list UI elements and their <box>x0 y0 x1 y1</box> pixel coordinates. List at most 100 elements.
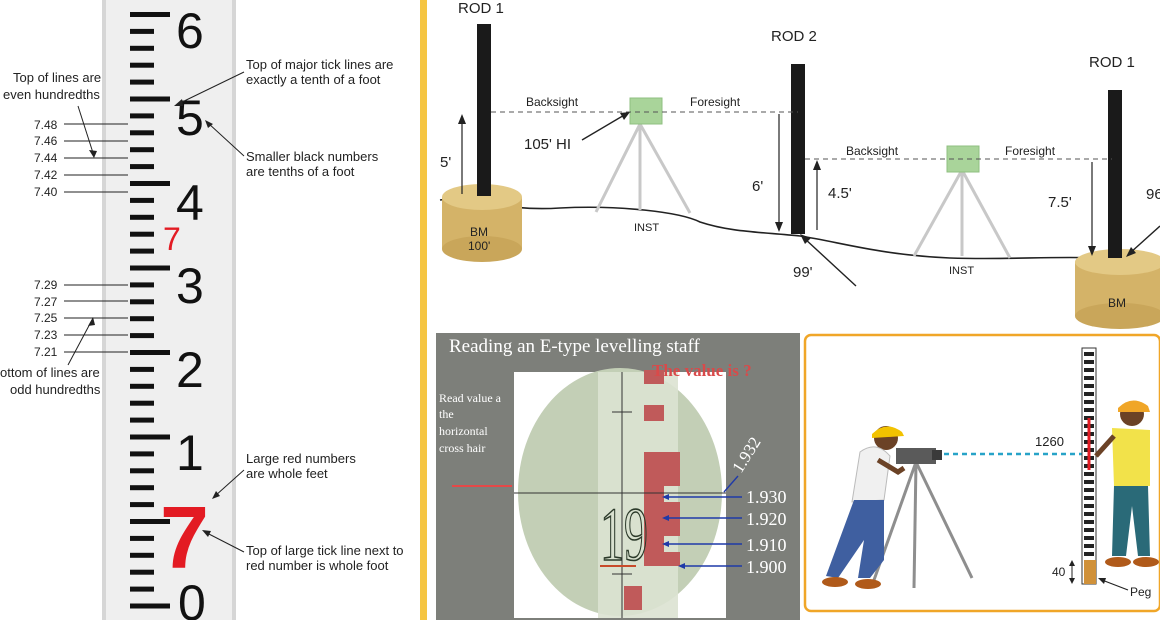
rod-tick <box>130 468 154 474</box>
left-scale-upper: 7.48 7.46 7.44 7.42 7.40 <box>34 118 58 199</box>
surveyor-panel: 1260 40 Peg <box>803 333 1160 613</box>
staff-marks <box>1084 352 1094 556</box>
rod-red-number-small: 7 <box>163 221 181 257</box>
foresight-2-label: Foresight <box>1005 144 1056 158</box>
rod-tick <box>130 45 154 51</box>
seven-five-ft-label: 7.5' <box>1048 194 1072 211</box>
rod-tick <box>130 62 154 68</box>
staff-red-blocks <box>624 370 680 610</box>
staff-mark <box>1084 520 1094 524</box>
four-five-ft-label: 4.5' <box>828 185 852 202</box>
rod-tick <box>130 181 170 186</box>
rod-number-1: 1 <box>176 425 204 481</box>
staff-mark <box>1084 536 1094 540</box>
staff-mark <box>1084 488 1094 492</box>
staff-mark <box>1084 552 1094 556</box>
scale-7-44: 7.44 <box>34 151 58 165</box>
backsight-2-label: Backsight <box>846 144 899 158</box>
bm-right: BM <box>1075 249 1160 329</box>
scale-7-42: 7.42 <box>34 168 58 182</box>
staff-mark <box>1084 368 1094 372</box>
read-note-3: horizontal <box>439 424 488 438</box>
rod-tick <box>130 333 154 339</box>
bm-left-label: BM <box>470 225 488 239</box>
rod-tick <box>130 451 154 457</box>
scale-7-23: 7.23 <box>34 328 58 342</box>
rod-2 <box>791 64 805 234</box>
staff-mark <box>1084 504 1094 508</box>
instrument-2 <box>912 145 1012 259</box>
note-large-red-1: Large red numbers <box>246 451 356 466</box>
rod-red-number-large: 7 <box>160 488 209 587</box>
note-smaller-black-1: Smaller black numbers <box>246 149 379 164</box>
note-bottom-odd-2: odd hundredths <box>10 382 101 397</box>
rod1-left-label: ROD 1 <box>458 0 504 17</box>
surveyor-staffman <box>1094 400 1159 567</box>
rod-tick <box>130 400 154 406</box>
rod-face <box>102 0 236 620</box>
value-1920: 1.920 <box>746 509 787 529</box>
rod-tick <box>130 535 154 541</box>
inst-2-label: INST <box>949 265 974 277</box>
read-note-2: the <box>439 407 454 421</box>
rod-number-2: 2 <box>176 342 204 398</box>
peg-label: Peg <box>1130 585 1151 599</box>
hi-label: 105' HI <box>524 136 571 153</box>
note-top-even-1: Top of lines are <box>13 70 101 85</box>
backsight-1-label: Backsight <box>526 95 579 109</box>
rod-tick <box>130 248 154 254</box>
staff-mark <box>1084 400 1094 404</box>
rod-tick <box>130 417 154 423</box>
bm-right-label: BM <box>1108 296 1126 310</box>
rod-tick <box>130 79 154 85</box>
read-note-4: cross hair <box>439 441 485 455</box>
rod-tick <box>130 28 154 34</box>
scale-7-27: 7.27 <box>34 295 58 309</box>
note-bottom-odd-1: ottom of lines are <box>0 365 100 380</box>
staff-reading: 1260 <box>1035 434 1064 449</box>
scale-7-25: 7.25 <box>34 311 58 325</box>
etype-title: Reading an E-type levelling staff <box>449 336 700 357</box>
staff-mark <box>1084 392 1094 396</box>
rod-ticks <box>130 12 170 609</box>
rod-number-4: 4 <box>176 175 204 231</box>
staff-mark <box>1084 496 1094 500</box>
rod-number-0: 0 <box>178 575 206 620</box>
rod-tick <box>130 366 154 372</box>
value-leaders <box>664 496 742 567</box>
note-major-tick-1: Top of major tick lines are <box>246 57 393 72</box>
level-instrument <box>896 448 936 464</box>
rod-number-6: 6 <box>176 3 204 59</box>
ninety-nine-label: 99' <box>793 264 813 281</box>
foresight-1-label: Foresight <box>690 95 741 109</box>
rod-tick <box>130 552 154 558</box>
rod-tick <box>130 316 154 322</box>
rod-number-5: 5 <box>176 90 204 146</box>
leveling-diagram: BM 100' BM ROD 1 ROD 2 ROD 1 <box>439 0 1160 329</box>
rod-tick <box>130 164 154 170</box>
rod-tick <box>130 586 154 592</box>
surveyor-frame <box>803 333 1160 613</box>
rod-tick <box>130 569 154 575</box>
note-top-large-tick-1: Top of large tick line next to <box>246 543 404 558</box>
rod2-label: ROD 2 <box>771 28 817 45</box>
rod-tick <box>130 434 170 440</box>
scale-7-21: 7.21 <box>34 345 58 359</box>
staff-mark <box>1084 528 1094 532</box>
rod-tick <box>130 299 154 305</box>
note-top-large-tick-2: red number is whole foot <box>246 558 389 573</box>
staff-mark <box>1084 384 1094 388</box>
rod1-right-label: ROD 1 <box>1089 54 1135 71</box>
scale-7-46: 7.46 <box>34 134 58 148</box>
note-major-tick-2: exactly a tenth of a foot <box>246 72 381 87</box>
rod-tick <box>130 502 154 508</box>
rod-tick <box>130 282 154 288</box>
inst-1-label: INST <box>634 222 659 234</box>
staff-mark <box>1084 376 1094 380</box>
ninety-six-label: 96 <box>1146 186 1160 203</box>
read-note-1: Read value a <box>439 391 502 405</box>
rod-1-right <box>1108 90 1122 258</box>
six-ft-label: 6' <box>752 178 763 195</box>
etype-staff-panel: 19 Reading an E-type levelling staff The… <box>436 333 800 620</box>
